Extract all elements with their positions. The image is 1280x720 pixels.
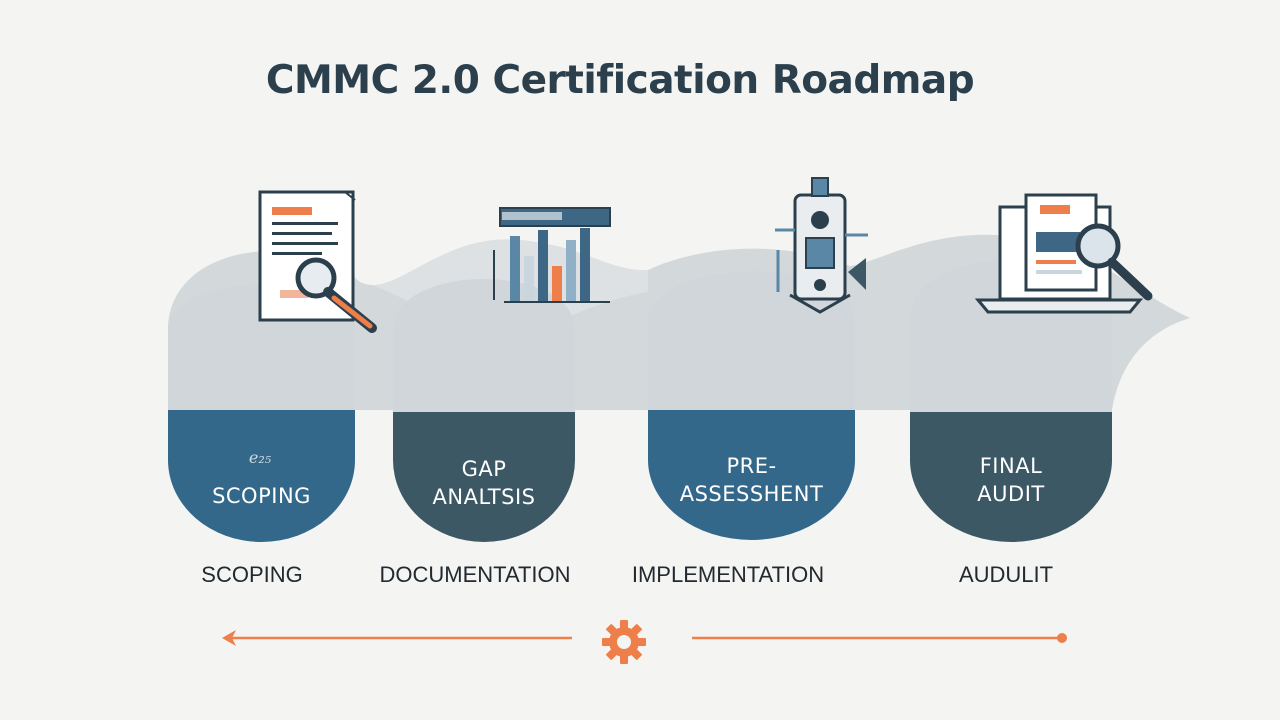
step-1-label: SCOPING xyxy=(201,562,303,587)
machinery-icon xyxy=(775,177,868,314)
pill-2-label: GAP ANALTSIS xyxy=(432,457,536,509)
laptop-magnifier-icon xyxy=(974,193,1153,314)
pill-step-3 xyxy=(648,271,855,540)
dot-end-icon xyxy=(1057,633,1067,643)
gear-icon xyxy=(602,620,646,664)
pill-step-2 xyxy=(393,279,575,542)
arrow-left-icon xyxy=(222,630,236,646)
step-4-label: AUDULIT xyxy=(958,562,1054,587)
document-magnifier-icon xyxy=(258,190,377,333)
page-title: CMMC 2.0 Certification Roadmap xyxy=(265,58,975,103)
bar-chart-icon xyxy=(493,207,611,303)
step-2-label: DOCUMENTATION xyxy=(379,562,571,587)
pill-3-label: PRE- ASSESSHENT xyxy=(679,454,824,506)
timeline xyxy=(222,620,1067,664)
step-3-label: IMPLEMENTATION xyxy=(631,562,825,587)
pill-1-sublabel: e₂₅ xyxy=(248,448,272,467)
pill-1-label: SCOPING xyxy=(212,484,311,508)
pill-4-label: FINAL AUDIT xyxy=(977,454,1045,506)
